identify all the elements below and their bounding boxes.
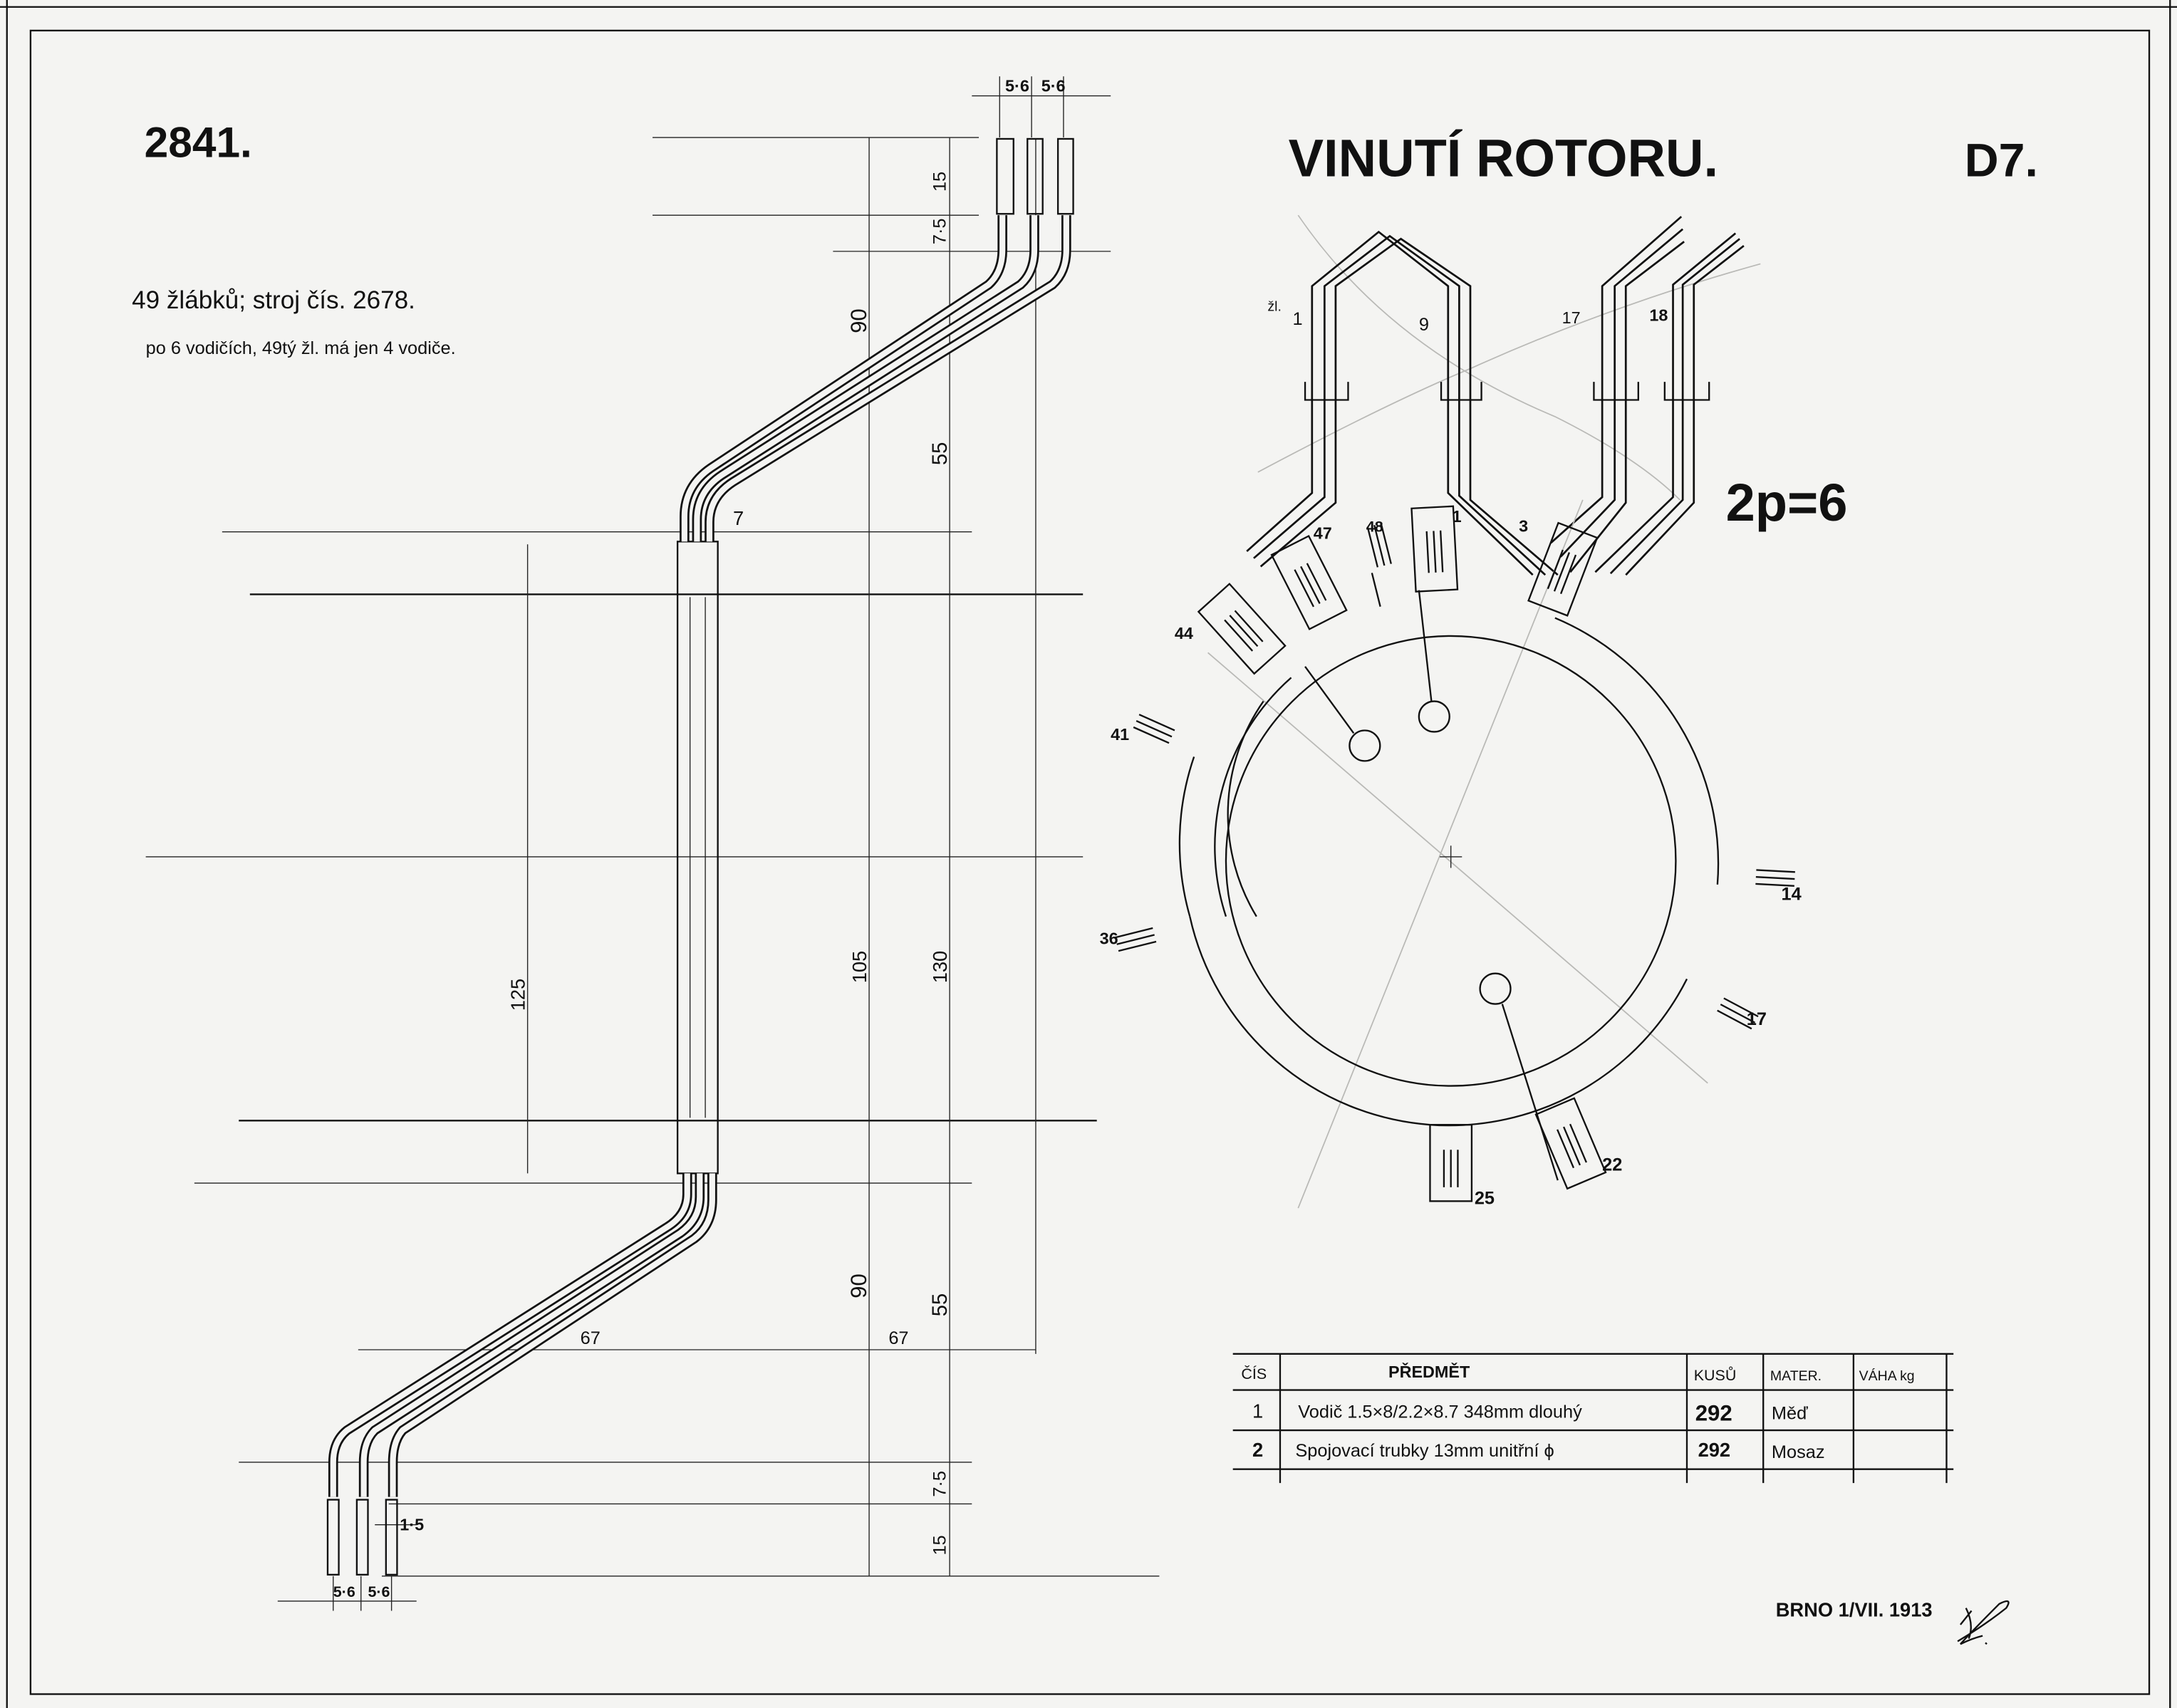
table-cell: Mosaz <box>1772 1442 1825 1462</box>
table-cell: Měď <box>1772 1403 1808 1423</box>
pole-count: 2p=6 <box>1726 473 1848 532</box>
slot-label: 48 <box>1366 519 1383 536</box>
dim-label: 125 <box>507 979 529 1011</box>
dim-label: 5·6 <box>368 1583 390 1600</box>
dim-label: 55 <box>929 442 952 466</box>
connection-ring-diagram: 47 48 1 3 44 41 36 14 17 22 25 <box>1100 499 1802 1209</box>
dim-label: 90 <box>846 1274 871 1298</box>
table-cell: 2 <box>1252 1439 1263 1461</box>
dim-label: 67 <box>888 1328 908 1348</box>
table-header: ČÍS <box>1241 1365 1267 1382</box>
dim-label: 55 <box>929 1293 952 1317</box>
winding-slot-label: 9 <box>1419 315 1429 335</box>
table-cell: Spojovací trubky 13mm unitřní ϕ <box>1295 1441 1554 1461</box>
dim-label: 90 <box>846 308 871 333</box>
winding-slot-label: 17 <box>1562 308 1581 327</box>
dim-label: 7 <box>733 507 744 529</box>
table-header: PŘEDMĚT <box>1388 1362 1470 1381</box>
dim-label: 7·5 <box>930 1471 950 1497</box>
dim-label: 15 <box>930 1535 950 1555</box>
slot-label: 1 <box>1453 507 1462 526</box>
dim-label: 67 <box>581 1328 601 1348</box>
slot-label: 22 <box>1602 1155 1622 1175</box>
rotor-conductor <box>326 137 1074 1576</box>
slot-label: 17 <box>1747 1009 1767 1029</box>
dim-label: 105 <box>848 951 871 984</box>
winding-scheme: žl. 1 9 17 18 <box>1246 214 1761 576</box>
place-date: BRNO 1/VII. 1913 <box>1776 1598 1933 1620</box>
slot-label: 14 <box>1782 884 1802 904</box>
dim-label: 5·6 <box>1041 77 1066 95</box>
dim-label: 5·6 <box>1005 77 1029 95</box>
dim-label: 130 <box>929 951 951 984</box>
slot-label: 36 <box>1100 929 1118 948</box>
table-header: VÁHA kg <box>1859 1368 1915 1384</box>
slot-prefix-label: žl. <box>1267 299 1281 315</box>
dim-label: 5·6 <box>333 1583 355 1600</box>
dim-label: 15 <box>930 172 950 192</box>
dim-label: 7·5 <box>930 219 950 245</box>
slot-label: 25 <box>1475 1188 1495 1208</box>
sheet-number: D7. <box>1965 135 2038 187</box>
slot-label: 44 <box>1175 624 1193 642</box>
table-cell: Vodič 1.5×8/2.2×8.7 348mm dlouhý <box>1298 1402 1582 1422</box>
signature <box>1957 1600 2010 1645</box>
slot-label: 41 <box>1111 725 1129 744</box>
winding-slot-label: 18 <box>1649 306 1668 324</box>
slot-label: 47 <box>1314 524 1332 542</box>
note-line-2: po 6 vodičích, 49tý žl. má jen 4 vodiče. <box>146 338 456 358</box>
table-row: 2 Spojovací trubky 13mm unitřní ϕ 292 Mo… <box>1252 1439 1825 1462</box>
slot-label: 3 <box>1519 517 1528 536</box>
slot-boxes <box>1115 505 1795 1202</box>
dim-label: 1·5 <box>400 1515 424 1533</box>
drawing-number: 2841. <box>145 118 252 166</box>
dimension-labels: 5·6 5·6 15 7·5 90 55 7 125 105 130 90 55… <box>333 77 1066 1600</box>
parts-table: ČÍS PŘEDMĚT KUSŮ MATER. VÁHA kg 1 Vodič … <box>1232 1353 1954 1484</box>
winding-slot-label: 1 <box>1292 309 1302 329</box>
table-header: KUSŮ <box>1694 1366 1737 1384</box>
table-cell: 292 <box>1695 1400 1732 1425</box>
table-cell: 1 <box>1252 1400 1263 1422</box>
note-line-1: 49 žlábků; stroj čís. 2678. <box>132 286 415 314</box>
table-row: 1 Vodič 1.5×8/2.2×8.7 348mm dlouhý 292 M… <box>1252 1400 1808 1426</box>
drawing-title: VINUTÍ ROTORU. <box>1289 129 1718 188</box>
table-header: MATER. <box>1770 1368 1822 1384</box>
table-cell: 292 <box>1698 1439 1731 1461</box>
